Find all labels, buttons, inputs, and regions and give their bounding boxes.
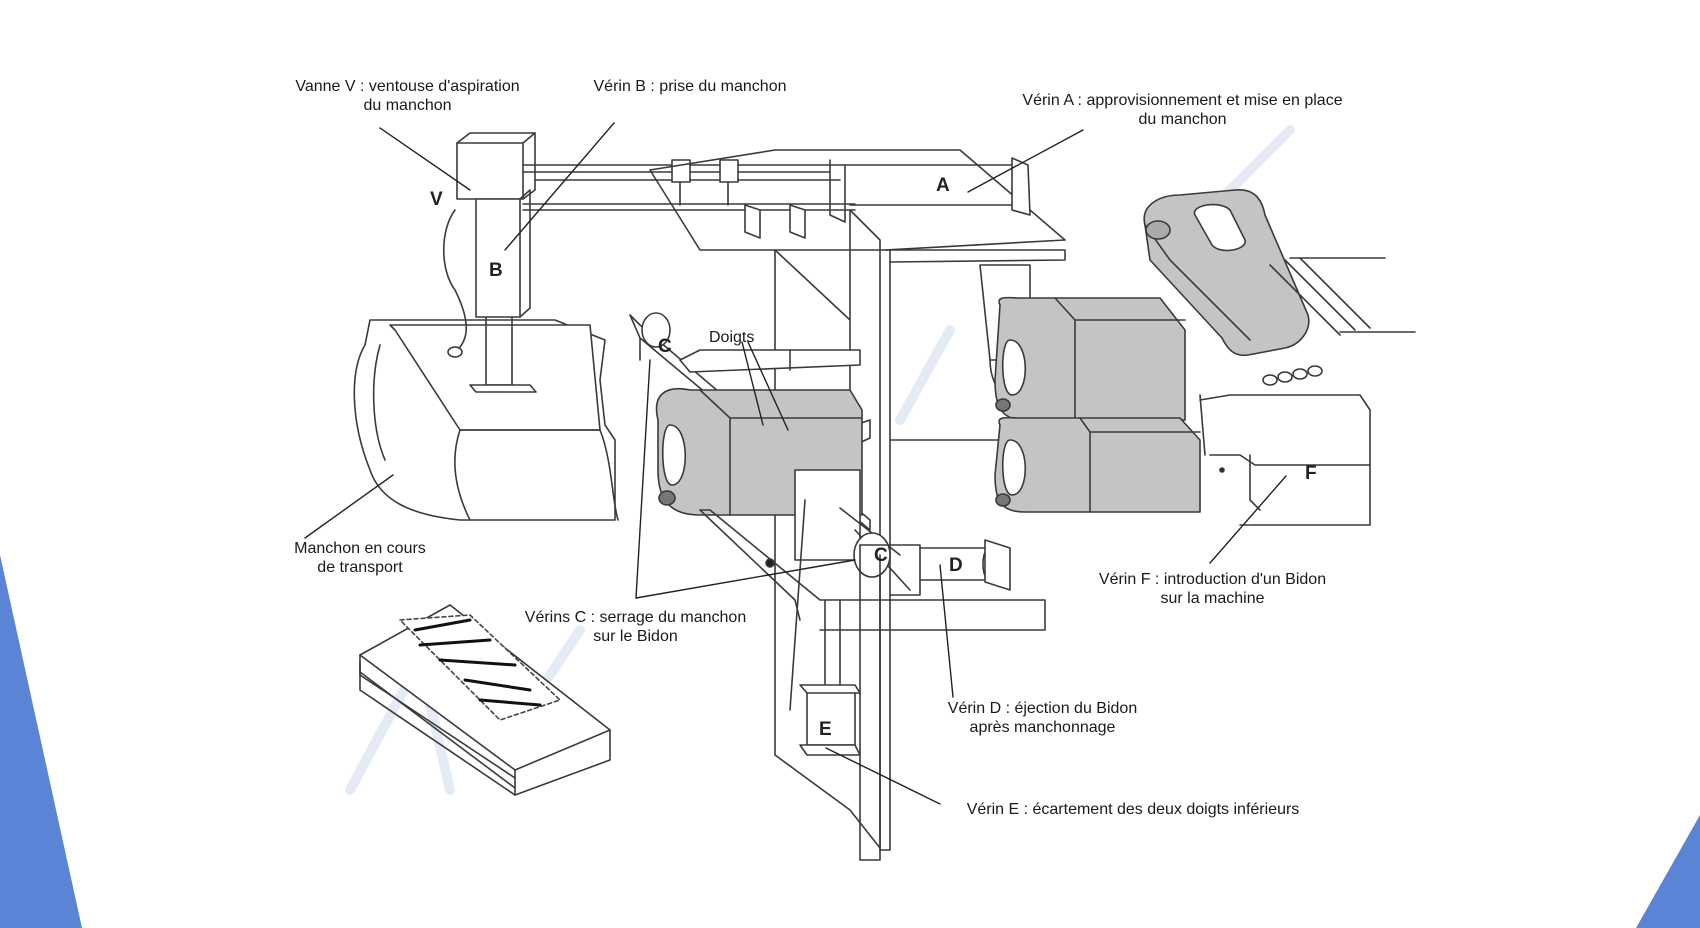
- callout-verin-e: Vérin E : écartement des deux doigts inf…: [966, 801, 1300, 818]
- callout-verin-d: Vérin D : éjection du Bidon après mancho…: [925, 699, 1160, 737]
- callout-verin-d-line1: Vérin D : éjection du Bidon: [947, 700, 1138, 717]
- letter-f: F: [1305, 463, 1317, 484]
- letter-b: B: [489, 260, 503, 281]
- callout-verin-d-line2: après manchonnage: [969, 719, 1116, 736]
- valve-column: [442, 132, 537, 393]
- upper-rails: [522, 159, 856, 239]
- manchon-sleeve: [353, 319, 619, 521]
- letter-c-upper: C: [658, 336, 672, 357]
- callout-vanne-v-line1: Vanne V : ventouse d'aspiration: [295, 78, 520, 95]
- callout-verin-b: Vérin B : prise du manchon: [593, 78, 787, 95]
- callout-manchon-transport: Manchon en cours de transport: [280, 539, 440, 577]
- callout-manchon-line2: de transport: [317, 559, 403, 576]
- letter-v: V: [430, 189, 443, 210]
- callout-verin-a: Vérin A : approvisionnement et mise en p…: [1000, 91, 1365, 129]
- callout-verin-f-line2: sur la machine: [1160, 590, 1265, 607]
- callout-verins-c-line1: Vérins C : serrage du manchon: [524, 609, 747, 626]
- callout-verin-a-line1: Vérin A : approvisionnement et mise en p…: [1022, 92, 1343, 109]
- letter-c-lower: C: [874, 545, 888, 566]
- upper-plate: [649, 149, 1066, 251]
- callout-vanne-v: Vanne V : ventouse d'aspiration du manch…: [280, 77, 535, 115]
- accent-triangle-left: [0, 555, 82, 928]
- callout-verins-c: Vérins C : serrage du manchon sur le Bid…: [508, 608, 763, 646]
- lower-mechanism: [699, 469, 1046, 861]
- callout-leaders: [304, 122, 1287, 805]
- callout-verin-a-line2: du manchon: [1138, 111, 1227, 128]
- letter-d: D: [949, 555, 963, 576]
- letter-a: A: [936, 175, 950, 196]
- letter-e: E: [819, 719, 832, 740]
- callout-verins-c-line2: sur le Bidon: [593, 628, 678, 645]
- verin-a-cylinder: [829, 157, 1031, 223]
- label-doigts: Doigts: [709, 329, 755, 346]
- right-bidon-stack: [979, 189, 1416, 526]
- callout-verin-f-line1: Vérin F : introduction d'un Bidon: [1098, 571, 1327, 588]
- callout-vanne-v-line2: du manchon: [363, 97, 452, 114]
- callout-manchon-line1: Manchon en cours: [294, 540, 426, 557]
- sleeve-stack: [359, 604, 611, 796]
- accent-triangle-right: [1636, 815, 1700, 928]
- callout-verin-f: Vérin F : introduction d'un Bidon sur la…: [1080, 570, 1345, 608]
